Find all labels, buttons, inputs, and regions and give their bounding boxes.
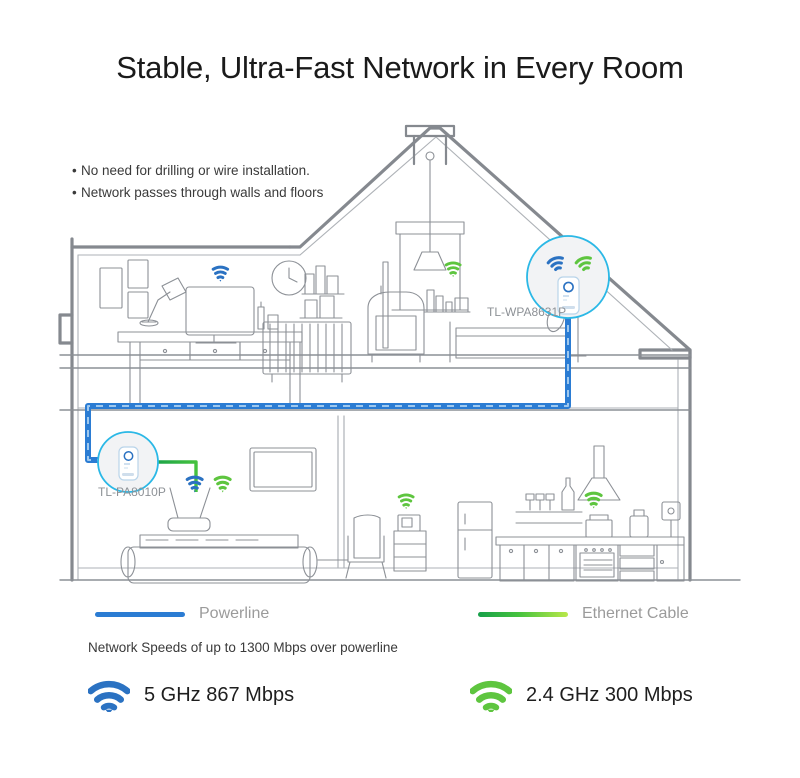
wifi-marker-bookshelf-icon <box>444 261 462 278</box>
shelves <box>299 265 345 319</box>
ethernet-swatch <box>478 611 568 617</box>
list-item: •Network passes through walls and floors <box>72 185 324 200</box>
armchair-upper <box>367 291 425 363</box>
legend-label-powerline: Powerline <box>199 605 270 622</box>
television <box>249 447 317 492</box>
wifi-marker-desk-icon <box>211 265 230 282</box>
bookshelf <box>423 289 471 313</box>
oven <box>575 544 619 582</box>
armchair-lower <box>317 514 387 579</box>
legend-item-powerline: Powerline <box>95 605 269 623</box>
legend: Powerline Ethernet Cable <box>0 605 800 645</box>
legend-label-ethernet: Ethernet Cable <box>582 605 689 622</box>
bullet-text: Network passes through walls and floors <box>81 185 324 200</box>
bottle <box>561 477 575 511</box>
wifi-marker-printer-icon <box>397 493 415 510</box>
wall-pictures <box>99 259 149 319</box>
device-label-pa8010p: TL-PA8010P <box>98 485 166 499</box>
powerline-swatch <box>95 611 185 617</box>
feature-bullet-list: •No need for drilling or wire installati… <box>72 160 472 204</box>
refrigerator <box>457 501 493 579</box>
page-title: Stable, Ultra-Fast Network in Every Room <box>116 50 684 85</box>
band-5ghz-label: 5 GHz 867 Mbps <box>144 683 295 706</box>
sofa <box>120 534 318 584</box>
device-label-wpa8631p: TL-WPA8631P <box>487 305 566 319</box>
wifi-icon-green <box>470 678 512 712</box>
speed-caption: Network Speeds of up to 1300 Mbps over p… <box>88 640 398 655</box>
wifi-router <box>167 487 211 532</box>
wifi-marker-kitchen-icon <box>584 491 603 509</box>
range-hood <box>577 445 621 501</box>
house-cutaway-diagram: TL-WPA8631P TL-PA8010P <box>0 110 800 610</box>
hanging-lamp <box>391 151 469 311</box>
tall-cabinet <box>656 544 685 582</box>
device-highlight-pa8010p <box>97 431 159 493</box>
kitchen-counter <box>495 536 685 582</box>
device-highlight-wpa8631p <box>526 235 610 319</box>
wall-clock-face <box>271 260 307 296</box>
wifi-band-summary: 5 GHz 867 Mbps 2.4 GHz 300 Mbps <box>0 678 800 738</box>
wine-glasses <box>525 493 555 511</box>
wifi-green-icon <box>574 256 592 272</box>
powerline-cable <box>85 317 571 463</box>
powerline-adapter-device <box>557 276 580 315</box>
wifi-marker-router-24g-icon <box>213 475 232 493</box>
list-item: •No need for drilling or wire installati… <box>72 163 310 178</box>
wall-socket <box>661 501 681 538</box>
monitor <box>185 286 255 344</box>
band-24ghz-label: 2.4 GHz 300 Mbps <box>526 683 693 706</box>
kettle <box>629 509 649 538</box>
wifi-marker-router-5g-icon <box>185 475 204 493</box>
wifi-blue-icon <box>546 256 564 272</box>
bullet-text: No need for drilling or wire installatio… <box>81 163 310 178</box>
side-cabinet <box>393 514 427 572</box>
legend-item-ethernet: Ethernet Cable <box>478 605 689 623</box>
coffee-machine <box>585 514 613 538</box>
band-5ghz: 5 GHz 867 Mbps <box>88 678 294 712</box>
desk-lamp <box>139 277 187 327</box>
chimney <box>404 124 456 166</box>
radiator <box>262 321 352 383</box>
wifi-icon-blue <box>88 678 130 712</box>
powerline-adapter-device-2 <box>118 446 139 481</box>
desk-items <box>257 301 279 330</box>
door <box>380 261 389 349</box>
band-24ghz: 2.4 GHz 300 Mbps <box>470 678 693 712</box>
drawers <box>619 544 655 582</box>
